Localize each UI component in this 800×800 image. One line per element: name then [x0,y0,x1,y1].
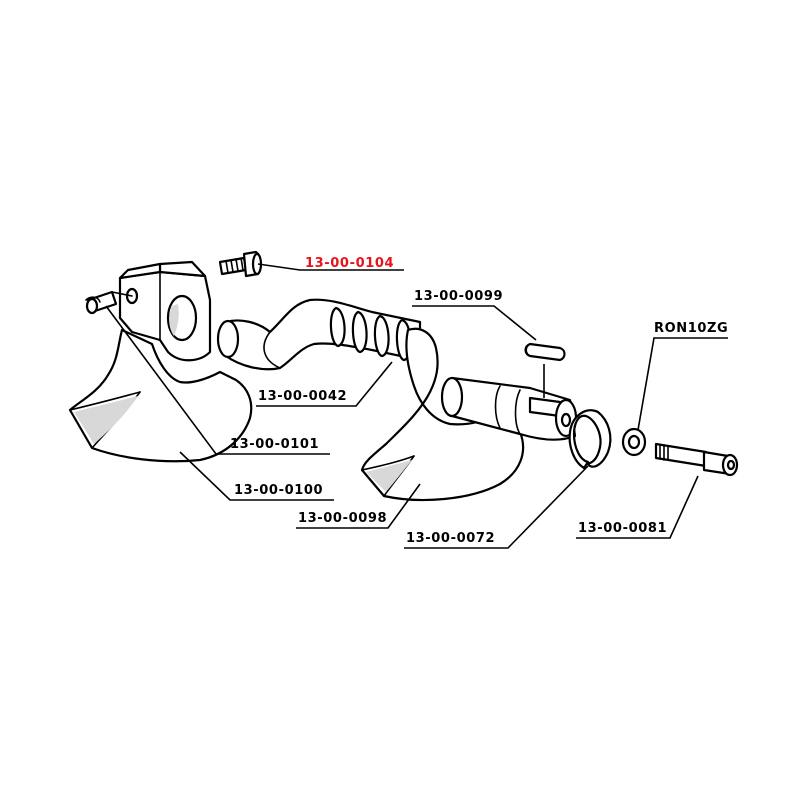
socket-head-bolt[interactable] [654,442,739,477]
right-crank-arm[interactable] [360,327,525,502]
label-13-00-0072[interactable]: 13-00-0072 [406,531,495,546]
crank-axle[interactable] [216,298,422,371]
label-13-00-0098[interactable]: 13-00-0098 [298,511,387,526]
label-13-00-0104[interactable]: 13-00-0104 [305,256,394,271]
label-13-00-0101[interactable]: 13-00-0101 [230,437,319,452]
label-13-00-0042[interactable]: 13-00-0042 [258,389,347,404]
left-crank-arm[interactable] [68,260,253,463]
snap-ring[interactable] [568,409,612,470]
key[interactable] [524,342,566,398]
spring-pin[interactable] [85,290,133,315]
label-13-00-0099[interactable]: 13-00-0099 [414,289,503,304]
leader-lines [105,263,728,549]
clamp-bolt[interactable] [218,250,263,278]
label-ron10zg[interactable]: RON10ZG [654,321,728,336]
part-labels: 13-00-0104 13-00-0099 RON10ZG 13-00-0042… [230,256,728,546]
label-13-00-0100[interactable]: 13-00-0100 [234,483,323,498]
label-13-00-0081[interactable]: 13-00-0081 [578,521,667,536]
washer[interactable] [621,427,647,457]
